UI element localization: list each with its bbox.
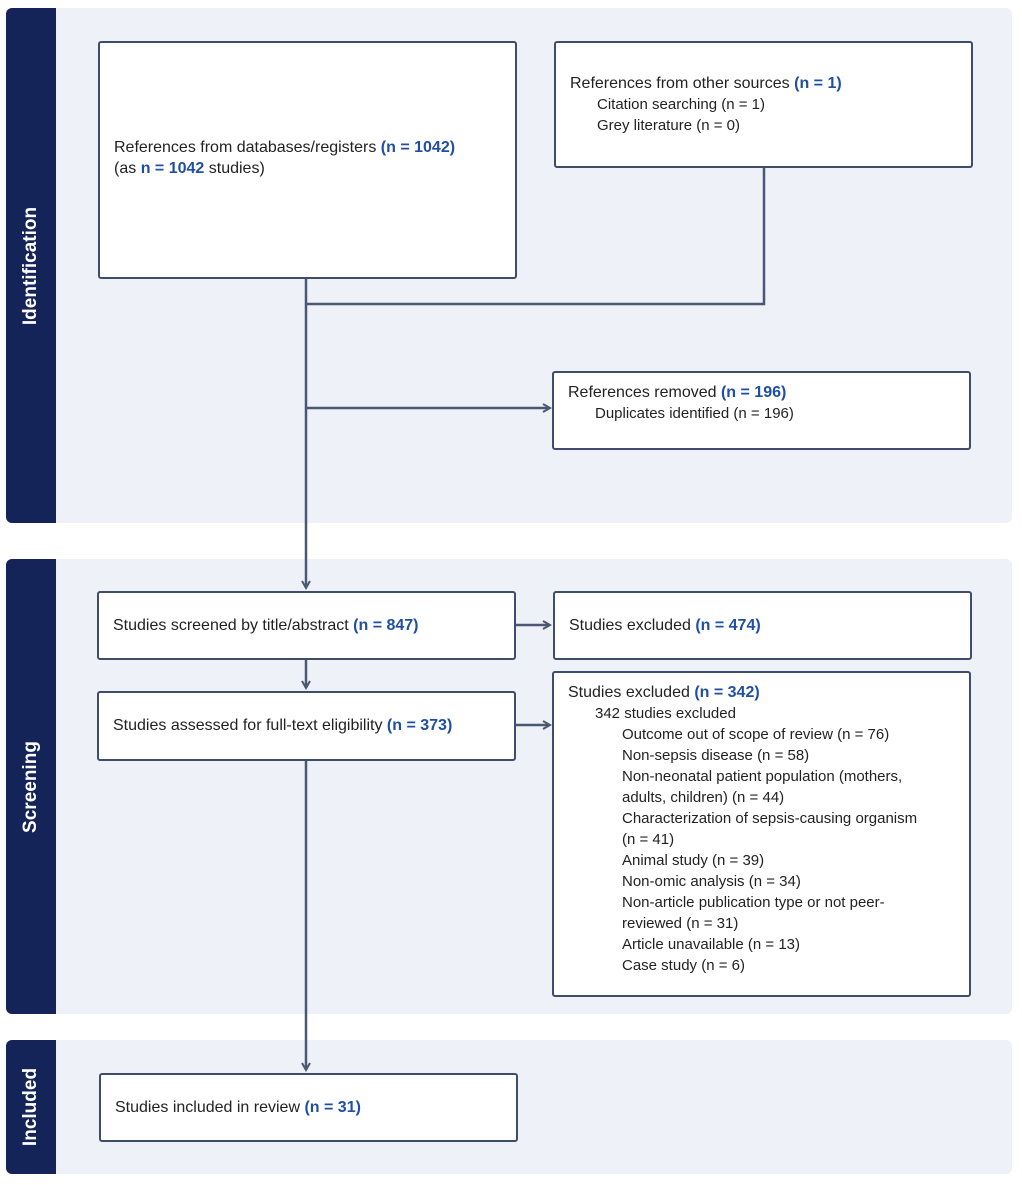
exclusion-reason: Article unavailable (n = 13): [622, 936, 801, 953]
other-sources-count: (n = 1): [794, 75, 842, 92]
assessed-box: Studies assessed for full-text eligibili…: [97, 691, 516, 761]
exclusion-reason: Animal study (n = 39): [622, 852, 765, 869]
other-sources-title-text: References from other sources: [570, 75, 790, 92]
excluded1-text: Studies excluded: [569, 617, 691, 634]
exclusion-reason: Non-sepsis disease (n = 58): [622, 747, 810, 764]
databases-line: References from databases/registers (n =…: [114, 137, 501, 158]
other-sources-item: Grey literature (n = 0): [597, 117, 740, 134]
assessed-count: (n = 373): [386, 717, 453, 734]
databases-studies-post: studies): [208, 160, 265, 177]
included-text: Studies included in review: [115, 1099, 300, 1116]
assessed-text: Studies assessed for full-text eligibili…: [113, 717, 383, 734]
excluded2-text: Studies excluded: [568, 684, 690, 701]
screening-tab: Screening: [6, 559, 56, 1014]
screened-box: Studies screened by title/abstract (n = …: [97, 591, 516, 660]
exclusion-reason: adults, children) (n = 44): [622, 789, 785, 806]
exclusion-reason: Case study (n = 6): [622, 957, 745, 974]
screened-text: Studies screened by title/abstract: [113, 617, 349, 634]
excluded2-title: Studies excluded (n = 342): [568, 682, 955, 703]
exclusion-reason: (n = 41): [622, 831, 675, 848]
exclusion-reason: Outcome out of scope of review (n = 76): [622, 726, 890, 743]
screened-count: (n = 847): [353, 617, 419, 634]
databases-box: References from databases/registers (n =…: [98, 41, 517, 279]
exclusion-reason: Non-neonatal patient population (mothers…: [622, 768, 903, 785]
exclusion-reason: Non-article publication type or not peer…: [622, 894, 885, 911]
other-sources-title: References from other sources (n = 1): [570, 73, 957, 94]
databases-studies-pre: (as: [114, 160, 137, 177]
included-count: (n = 31): [304, 1099, 361, 1116]
other-sources-item: Citation searching (n = 1): [597, 96, 766, 113]
references-removed-text: References removed: [568, 384, 717, 401]
excluded-title-abstract-box: Studies excluded (n = 474): [553, 591, 972, 660]
exclusion-reason: Non-omic analysis (n = 34): [622, 873, 801, 890]
references-removed-count: (n = 196): [720, 384, 787, 401]
included-box: Studies included in review (n = 31): [99, 1073, 518, 1142]
excluded1-count: (n = 474): [695, 617, 761, 634]
included-tab: Included: [6, 1040, 56, 1174]
exclusion-reason: reviewed (n = 31): [622, 915, 739, 932]
excluded-full-text-box: Studies excluded (n = 342) 342 studies e…: [552, 671, 971, 997]
databases-text: References from databases/registers: [114, 139, 377, 156]
databases-count: (n = 1042): [380, 139, 456, 156]
databases-studies-count: n = 1042: [140, 160, 205, 177]
references-removed-title: References removed (n = 196): [568, 382, 955, 403]
excluded2-count: (n = 342): [694, 684, 760, 701]
exclusion-reason: Characterization of sepsis-causing organ…: [622, 810, 918, 827]
other-sources-box: References from other sources (n = 1) Ci…: [554, 41, 973, 168]
excluded2-summary: 342 studies excluded: [595, 705, 736, 722]
references-removed-item: Duplicates identified (n = 196): [595, 405, 794, 422]
connector-other-merge: [306, 167, 766, 306]
identification-tab: Identification: [6, 8, 56, 523]
databases-studies-line: (as n = 1042 studies): [114, 158, 501, 179]
exclusion-reasons-list: Outcome out of scope of review (n = 76) …: [568, 724, 955, 976]
references-removed-box: References removed (n = 196) Duplicates …: [552, 371, 971, 450]
